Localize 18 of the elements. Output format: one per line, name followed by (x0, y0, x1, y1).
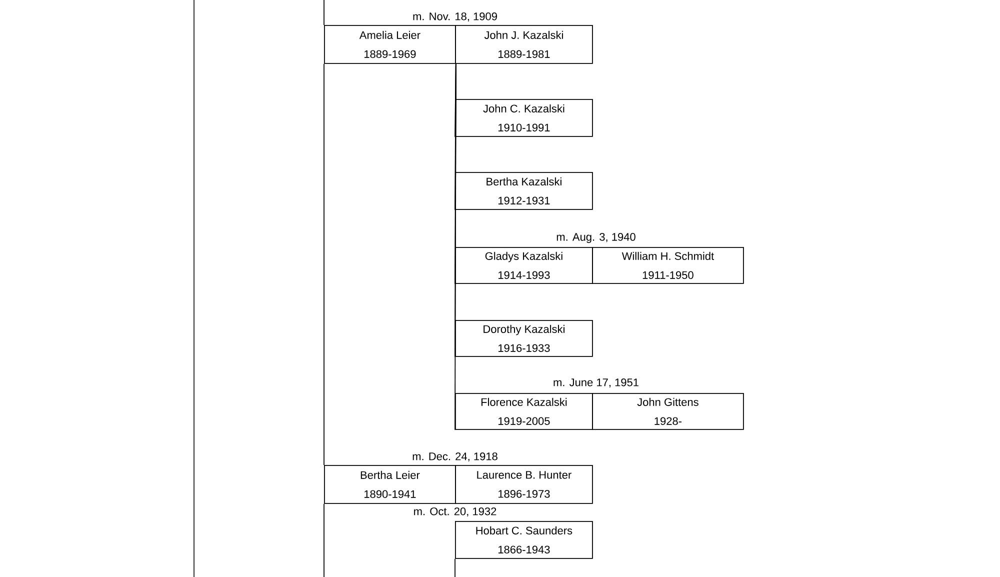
marriage-date: m. Nov. 18, 1909 (413, 12, 497, 22)
person-box: Florence Kazalski 1919-2005 (455, 393, 593, 430)
person-box: Laurence B. Hunter 1896-1973 (455, 465, 593, 504)
person-box: John Gittens 1928- (592, 393, 744, 430)
person-box: Amelia Leier 1889-1969 (324, 25, 456, 64)
marriage-date: m. Oct. 20, 1932 (414, 507, 496, 517)
marriage-date: m. Aug. 3, 1940 (556, 233, 636, 243)
person-box: Gladys Kazalski 1914-1993 (455, 247, 593, 284)
connector-line (454, 63, 456, 430)
connector-line (454, 558, 456, 577)
person-box: Dorothy Kazalski 1916-1933 (455, 320, 593, 357)
marriage-date: m. June 17, 1951 (554, 378, 638, 388)
person-box: John C. Kazalski 1910-1991 (455, 99, 593, 137)
person-box: Bertha Kazalski 1912-1931 (455, 172, 593, 210)
marriage-date: m. Dec. 24, 1918 (412, 452, 498, 462)
person-box: John J. Kazalski 1889-1981 (455, 25, 593, 64)
person-box: Hobart C. Saunders 1866-1943 (455, 521, 593, 559)
person-box: William H. Schmidt 1911-1950 (592, 247, 744, 284)
